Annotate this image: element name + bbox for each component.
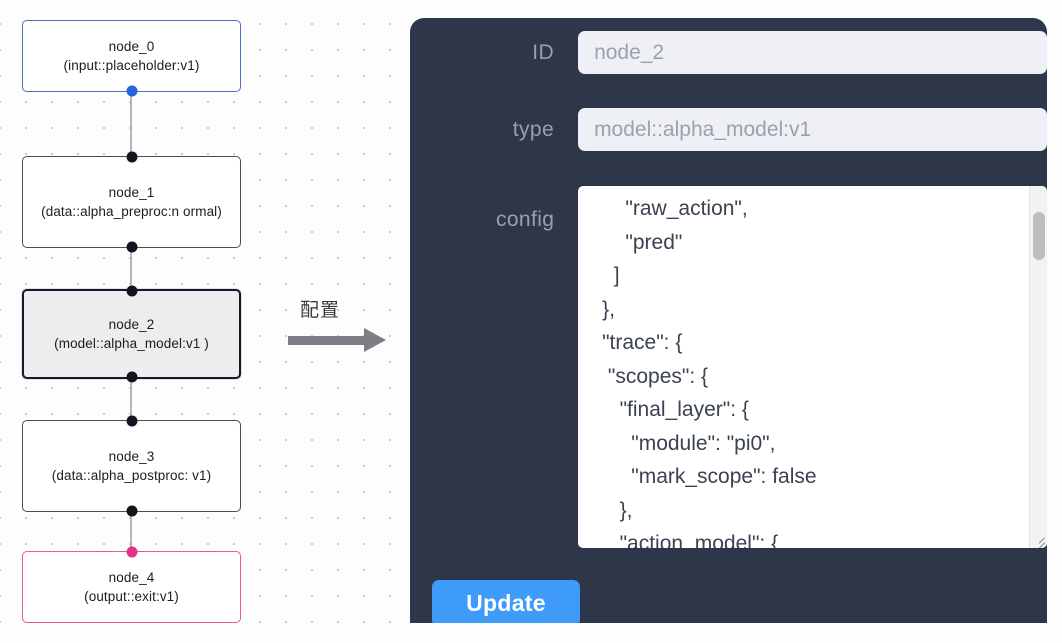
type-input[interactable] [578,108,1047,151]
graph-node-node_2[interactable]: node_2 (model::alpha_model:v1 ) [22,285,241,383]
config-textarea[interactable]: "raw_action", "pred" ] }, "trace": { "sc… [602,197,817,548]
config-field-row: config "raw_action", "pred" ] }, "trace"… [410,186,1047,548]
id-field-label: ID [532,40,555,64]
node-handle-source[interactable] [126,371,137,383]
config-textarea-wrapper[interactable]: "raw_action", "pred" ] }, "trace": { "sc… [578,186,1047,548]
node-subtitle: (output::exit:v1) [84,589,179,604]
node-title: node_3 [108,449,155,464]
type-field-row: type [410,108,1047,151]
node-handle-target[interactable] [126,151,137,163]
node-title: node_1 [108,185,155,200]
node-handle-target[interactable] [126,546,137,558]
config-field-label: config [495,208,555,231]
right-arrow-head-icon [364,328,386,352]
node-subtitle: (input::placeholder:v1) [63,58,200,73]
id-input[interactable] [578,31,1047,74]
graph-node-node_0[interactable]: node_0 (input::placeholder:v1) [22,20,241,97]
id-field-row: ID [410,31,1047,74]
type-field-label: type [512,117,555,141]
edge-node1-node2 [130,246,132,291]
edge-node3-node4 [130,511,132,551]
node-title: node_2 [108,317,155,332]
graph-node-node_1[interactable]: node_1 (data::alpha_preproc:n ormal) [22,151,241,253]
graph-node-node_3[interactable]: node_3 (data::alpha_postproc: v1) [22,415,241,517]
config-scrollbar-thumb[interactable] [1033,212,1045,260]
arrow-label: 配置 [300,299,341,321]
node-handle-source[interactable] [126,241,137,253]
resize-handle-icon[interactable] [1030,531,1046,548]
node-subtitle: (model::alpha_model:v1 ) [54,336,209,351]
node-properties-panel: ID type config "raw_action", "pred" ] },… [410,18,1047,623]
node-title: node_4 [108,570,155,585]
node-graph-canvas[interactable]: node_0 (input::placeholder:v1) node_1 (d… [0,0,400,643]
node-title: node_0 [108,39,155,54]
edge-node2-node3 [130,377,132,421]
node-subtitle: (data::alpha_preproc:n ormal) [41,204,222,219]
edge-node0-node1 [130,92,132,158]
node-handle-source[interactable] [126,85,137,97]
config-scrollbar[interactable] [1029,186,1047,548]
update-button[interactable]: Update [432,580,580,623]
graph-node-node_4[interactable]: node_4 (output::exit:v1) [22,546,241,623]
node-handle-source[interactable] [126,505,137,517]
node-subtitle: (data::alpha_postproc: v1) [51,468,212,483]
transition-arrow-group: 配置 [288,295,392,365]
node-handle-target[interactable] [126,415,137,427]
right-arrow-icon [288,336,366,345]
node-handle-target[interactable] [126,285,137,297]
